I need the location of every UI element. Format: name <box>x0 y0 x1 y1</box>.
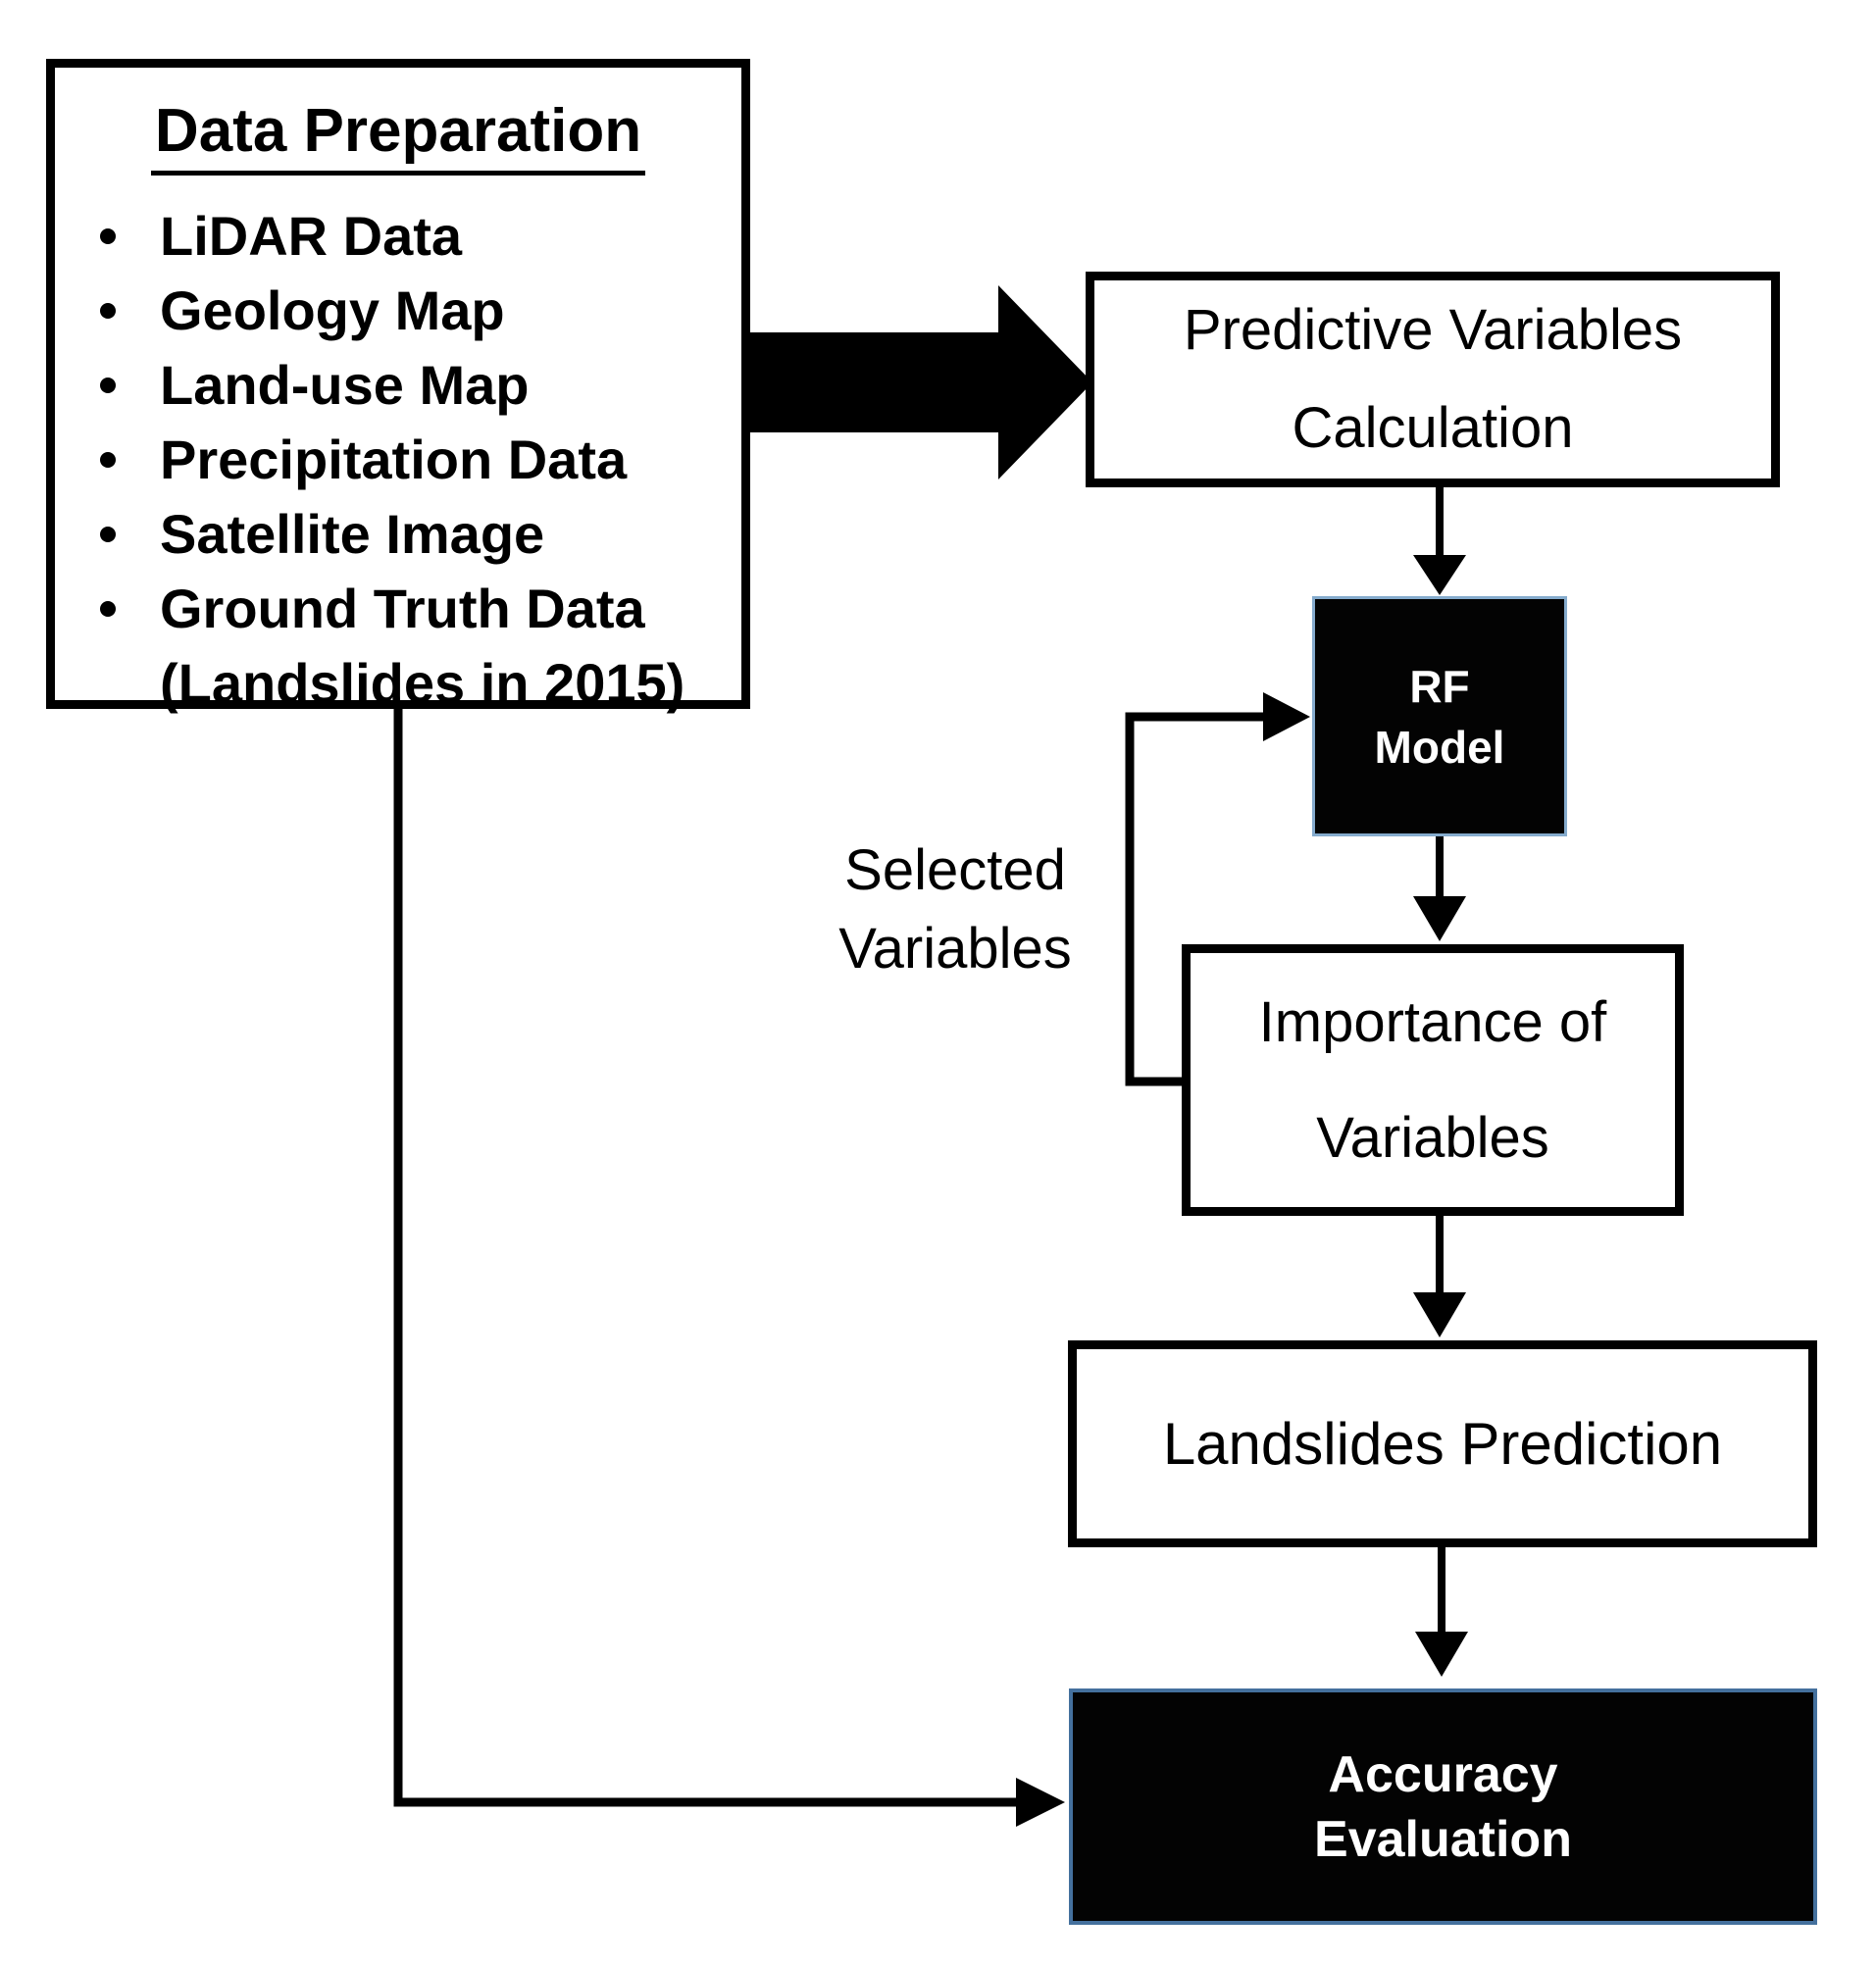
list-item: Precipitation Data <box>55 423 741 497</box>
list-item: Satellite Image <box>55 497 741 572</box>
bullet-icon <box>100 452 116 468</box>
bullet-icon <box>100 527 116 542</box>
node-label-line: Accuracy <box>1328 1745 1558 1803</box>
connector-dataprep-to-accuracy-line <box>393 709 1020 1807</box>
selected-variables-line: Selected <box>844 838 1066 902</box>
connector-dataprep-to-accuracy-head <box>1016 1778 1065 1827</box>
node-label-line: Evaluation <box>1314 1810 1572 1868</box>
node-predictive-variables-calculation: Predictive Variables Calculation <box>1086 272 1780 487</box>
data-preparation-list: LiDAR Data Geology Map Land-use Map Prec… <box>55 199 741 721</box>
list-item-label: Precipitation Data <box>160 428 628 490</box>
node-rf-model: RF Model <box>1312 596 1567 836</box>
selected-variables-line: Variables <box>838 917 1072 981</box>
list-item: Ground Truth Data (Landslides in 2015) <box>55 572 741 721</box>
feedback-loop-selected-variables-line <box>1125 712 1265 1086</box>
feedback-loop-selected-variables-head <box>1263 692 1310 741</box>
block-arrow-dataprep-to-predictive <box>750 285 1092 479</box>
node-label-line: Variables <box>1316 1105 1549 1170</box>
node-label-line: Predictive Variables <box>1183 298 1683 362</box>
bullet-icon <box>100 228 116 244</box>
node-label-line: Model <box>1374 721 1505 773</box>
list-item: Land-use Map <box>55 348 741 423</box>
data-preparation-title: Data Preparation <box>150 97 646 176</box>
node-label-line: Landslides Prediction <box>1162 1410 1723 1477</box>
list-item-label: Satellite Image <box>160 503 545 565</box>
list-item: Geology Map <box>55 274 741 348</box>
list-item-label: Geology Map <box>160 279 505 341</box>
node-label-line: Calculation <box>1292 396 1574 460</box>
list-item-label: Ground Truth Data (Landslides in 2015) <box>160 578 685 714</box>
arrow-predictive-to-rf-head <box>1413 555 1466 595</box>
bullet-icon <box>100 303 116 319</box>
node-label-line: Importance of <box>1258 989 1607 1054</box>
selected-variables-label: Selected Variables <box>759 831 1151 988</box>
arrow-importance-to-landslides-head <box>1413 1292 1466 1337</box>
node-landslides-prediction: Landslides Prediction <box>1068 1340 1817 1547</box>
list-item: LiDAR Data <box>55 199 741 274</box>
node-importance-of-variables: Importance of Variables <box>1182 944 1684 1216</box>
arrow-rf-to-importance-head <box>1413 896 1466 941</box>
node-data-preparation: Data Preparation LiDAR Data Geology Map … <box>46 59 750 714</box>
bullet-icon <box>100 378 116 393</box>
node-accuracy-evaluation: Accuracy Evaluation <box>1069 1688 1817 1925</box>
node-label-line: RF <box>1409 660 1470 712</box>
list-item-label: Land-use Map <box>160 354 530 416</box>
bullet-icon <box>100 601 116 617</box>
list-item-label: LiDAR Data <box>160 205 463 267</box>
arrow-landslides-to-accuracy-head <box>1415 1632 1468 1677</box>
